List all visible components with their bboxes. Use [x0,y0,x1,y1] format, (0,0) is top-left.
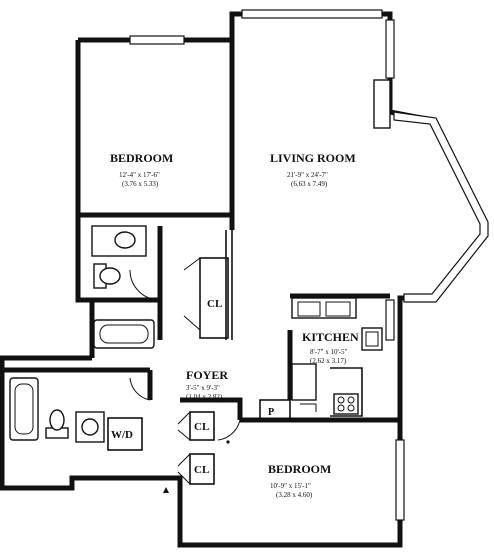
exterior-walls [0,11,487,548]
closet-1: CL [183,257,229,339]
living-window-side [385,19,395,79]
room-dim-imperial: 21'-9" x 24'-7" [287,171,328,179]
kitchen-counter [291,363,317,401]
room-dim-imperial: 3'-5" x 9'-3" [186,384,220,392]
room-living-room: LIVING ROOM 21'-9" x 24'-7" (6.63 x 7.49… [270,151,356,188]
washer-dryer-box [107,417,143,451]
sink-2 [81,418,99,436]
toilet-bowl [99,267,121,285]
kitchen-upper-cabinets [291,297,357,319]
room-name: KITCHEN [302,330,359,344]
bedroom-window [129,35,185,45]
pantry-box [259,399,291,421]
closet-3-label: CL [194,464,209,476]
room-name: BEDROOM [110,151,173,165]
room-dim-imperial: 8'-7" x 10'-5" [310,348,348,356]
kitchen-fridge [361,327,383,351]
room-dim-metric: (6.63 x 7.49) [291,180,328,188]
bedroom2-window [395,439,405,521]
entry-marker [163,487,169,493]
room-kitchen: KITCHEN 8'-7" x 10'-5" (2.62 x 3.17) [302,330,359,365]
bath1-door-swing [129,269,161,301]
room-dim-metric: (3.28 x 4.60) [276,491,313,499]
entry-dot [226,440,230,444]
bathtub [93,319,155,349]
room-bedroom-1: BEDROOM 12'-4" x 17'-6" (3.76 x 5.33) [110,151,173,188]
kitchen-fixtures: P [259,297,383,421]
room-name: FOYER [186,368,228,382]
column-box [373,79,391,129]
closet-3: CL [177,453,215,485]
bedroom2-door-swing [217,419,241,441]
room-dim-metric: (2.62 x 3.17) [310,357,347,365]
room-bedroom-2: BEDROOM 10'-9" x 15'-1" (3.28 x 4.60) [268,462,331,499]
windows [129,9,489,521]
bathtub-2 [9,377,39,441]
room-foyer: FOYER 3'-5" x 9'-3" (1.04 x 2.82) [186,368,228,401]
closet-1-label: CL [207,298,222,310]
washer-dryer-label: W/D [111,429,133,441]
living-window-top [241,9,383,19]
pantry-label: P [268,407,274,418]
kitchen-window [385,299,395,341]
room-name: BEDROOM [268,462,331,476]
stove [333,393,359,415]
bathroom-sink [114,231,136,249]
bathroom-1 [91,225,161,349]
closet-2-label: CL [194,421,209,433]
room-dim-metric: (1.04 x 2.82) [186,393,223,401]
bay-window [393,111,489,303]
room-dim-imperial: 12'-4" x 17'-6" [119,171,160,179]
closet-2: CL [177,411,215,441]
bathroom-2: W/D [9,377,151,451]
toilet-2-bowl [49,409,65,431]
room-dim-metric: (3.76 x 5.33) [122,180,159,188]
room-name: LIVING ROOM [270,151,356,165]
room-dim-imperial: 10'-9" x 15'-1" [270,482,311,490]
